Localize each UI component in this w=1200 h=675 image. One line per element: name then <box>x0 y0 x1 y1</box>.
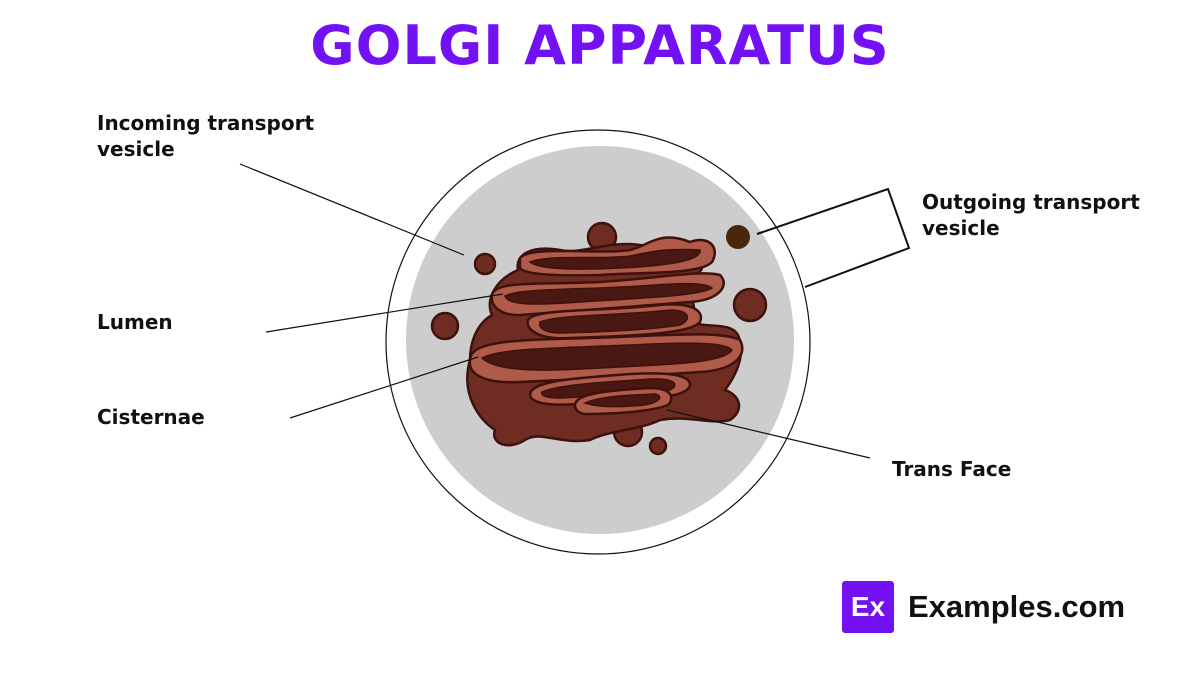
brand-name: Examples.com <box>908 589 1126 624</box>
golgi-stack <box>466 236 744 447</box>
label-incoming-vesicle: Incoming transport vesicle <box>97 111 315 161</box>
outgoing-bracket <box>756 187 911 288</box>
incoming-leader <box>239 163 465 256</box>
leader-lines <box>239 163 911 459</box>
label-trans-face: Trans Face <box>892 457 1012 481</box>
brand-badge: Ex <box>842 581 894 633</box>
brand-logo[interactable]: Ex Examples.com <box>842 581 1125 633</box>
lumen-leader <box>265 293 504 333</box>
cisternae-leader <box>289 356 479 419</box>
label-lumen: Lumen <box>97 310 173 334</box>
label-outgoing-vesicle: Outgoing transport vesicle <box>922 190 1140 240</box>
outgoing-vesicle-icon <box>726 225 750 249</box>
trans-face-leader <box>666 409 871 459</box>
diagram-title: GOLGI APPARATUS <box>310 14 890 77</box>
label-cisternae: Cisternae <box>97 405 205 429</box>
